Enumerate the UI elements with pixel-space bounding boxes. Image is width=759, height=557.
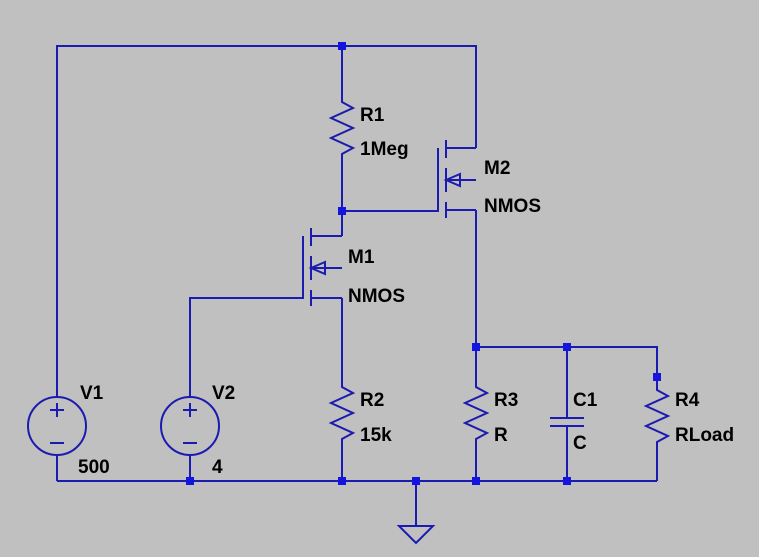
- r4-resistor-icon: [643, 386, 671, 447]
- junction-dots: [186, 42, 661, 485]
- m2-nmos-icon: [437, 140, 476, 218]
- r1-name-label: R1: [360, 105, 385, 126]
- junction-dot: [338, 477, 346, 485]
- v1-name-label: V1: [80, 383, 104, 404]
- r1-resistor-icon: [328, 98, 356, 158]
- v2-value-label: 4: [212, 457, 223, 478]
- r3-value-label: R: [494, 425, 508, 446]
- c1-capacitor-icon: [550, 417, 584, 427]
- r4-name-label: R4: [675, 390, 700, 411]
- junction-dot: [186, 477, 194, 485]
- wire-m1-gate: [189, 236, 304, 398]
- component-labels: V1 500 V2 4 R1 1Meg M2 NMOS M1 NMOS R2 1…: [78, 105, 734, 478]
- junction-dot: [338, 42, 346, 50]
- r2-value-label: 15k: [360, 425, 392, 446]
- wires: [56, 45, 658, 526]
- m2-value-label: NMOS: [484, 196, 541, 217]
- m2-name-label: M2: [484, 158, 510, 179]
- junction-dot: [563, 343, 571, 351]
- c1-value-label: C: [573, 433, 587, 454]
- v1-value-label: 500: [78, 457, 110, 478]
- r3-name-label: R3: [494, 390, 518, 411]
- r3-resistor-icon: [462, 383, 490, 447]
- v2-name-label: V2: [212, 383, 235, 404]
- r4-value-label: RLoad: [675, 425, 734, 446]
- v2-source-icon: [160, 396, 220, 456]
- junction-dot: [472, 343, 480, 351]
- wire-top-rail: [56, 45, 477, 398]
- junction-dot: [563, 477, 571, 485]
- v1-source-icon: [27, 396, 87, 456]
- m1-nmos-icon: [302, 228, 342, 306]
- m1-name-label: M1: [348, 247, 375, 268]
- m1-value-label: NMOS: [348, 286, 405, 307]
- c1-name-label: C1: [573, 390, 598, 411]
- junction-dot: [653, 373, 661, 381]
- junction-dot: [412, 477, 420, 485]
- r1-value-label: 1Meg: [360, 139, 409, 160]
- junction-dot: [338, 207, 346, 215]
- ground-icon: [396, 525, 436, 545]
- r2-resistor-icon: [328, 383, 356, 447]
- junction-dot: [472, 477, 480, 485]
- r2-name-label: R2: [360, 390, 384, 411]
